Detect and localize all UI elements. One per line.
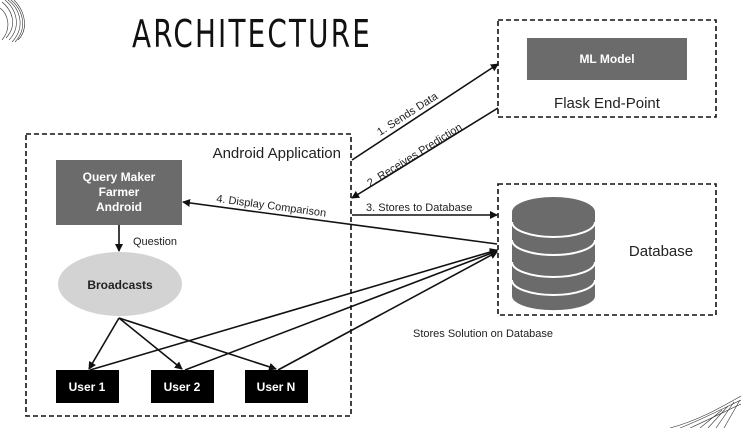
sends-data-arrow — [351, 63, 499, 161]
flask-endpoint-label: Flask End-Point — [554, 95, 661, 112]
user-1-label: User 1 — [69, 380, 106, 394]
user-2-label: User 2 — [164, 380, 201, 394]
ml-model-label: ML Model — [579, 52, 634, 66]
android-application-container — [25, 133, 352, 417]
question-label: Question — [133, 236, 177, 248]
broadcasts-label: Broadcasts — [87, 278, 153, 292]
user1-to-database-arrow — [89, 248, 498, 371]
android-application-label: Android Application — [213, 145, 341, 162]
broadcast-to-usern-arrow — [118, 317, 277, 371]
user-n-box[interactable] — [245, 370, 308, 403]
user-1-box[interactable] — [56, 370, 119, 403]
database-label: Database — [629, 243, 693, 260]
broadcasts-ellipse[interactable] — [58, 252, 182, 316]
user-n-label: User N — [257, 380, 296, 394]
database-container — [497, 183, 717, 316]
query-maker-box[interactable] — [56, 160, 182, 225]
broadcast-to-user1-arrow — [88, 317, 120, 370]
query-maker-line-1: Query Maker — [83, 170, 156, 184]
sends-data-label: 1. Sends Data — [375, 90, 441, 139]
user2-to-database-arrow — [184, 249, 498, 371]
flask-endpoint-container — [497, 19, 717, 118]
page-title: ARCHITECTURE — [132, 12, 372, 56]
stores-solution-label: Stores Solution on Database — [413, 328, 553, 340]
user-2-box[interactable] — [151, 370, 214, 403]
stores-to-database-label: 3. Stores to Database — [366, 202, 472, 214]
query-maker-line-2: Farmer — [99, 185, 140, 199]
usern-to-database-arrow — [277, 251, 498, 371]
database-cylinder-icon — [511, 197, 596, 311]
broadcast-to-user2-arrow — [118, 317, 183, 370]
display-comparison-label: 4. Display Comparison — [216, 193, 327, 220]
display-comparison-arrow — [182, 198, 498, 245]
query-maker-line-3: Android — [96, 200, 142, 214]
ml-model-box[interactable] — [527, 38, 687, 80]
decorative-scribble-top-left — [0, 0, 25, 43]
decorative-scribble-bottom-right — [669, 395, 741, 428]
receives-prediction-arrow — [351, 107, 499, 199]
